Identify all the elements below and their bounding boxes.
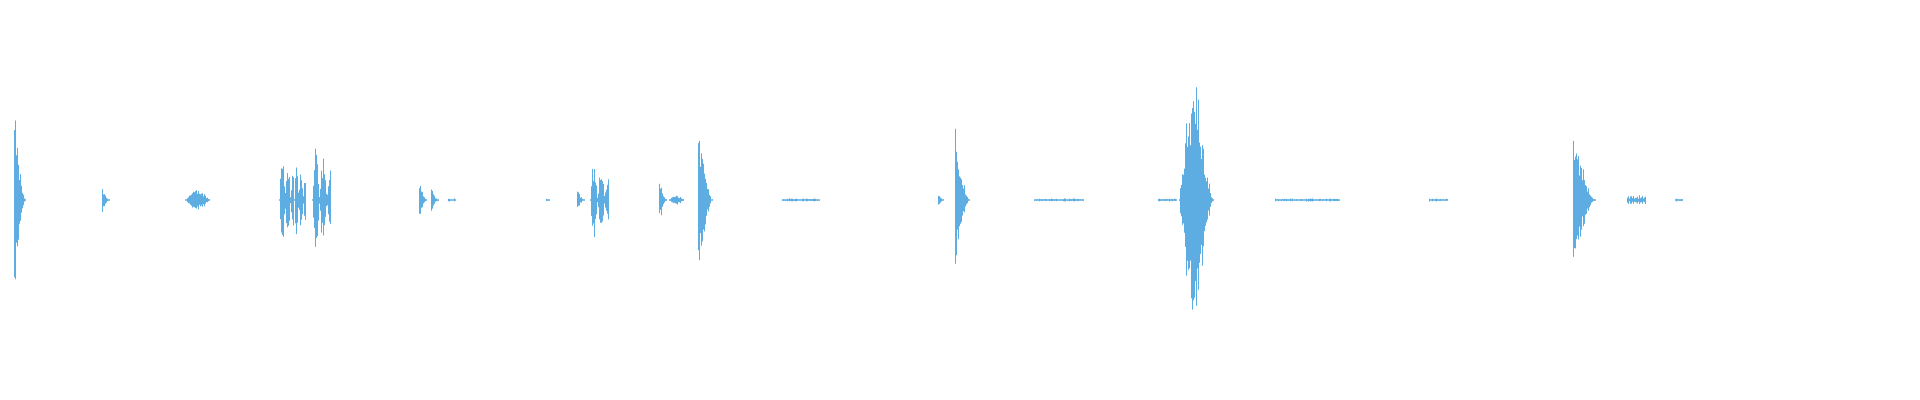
waveform-path bbox=[14, 87, 1683, 310]
waveform-peaks bbox=[14, 87, 1683, 310]
